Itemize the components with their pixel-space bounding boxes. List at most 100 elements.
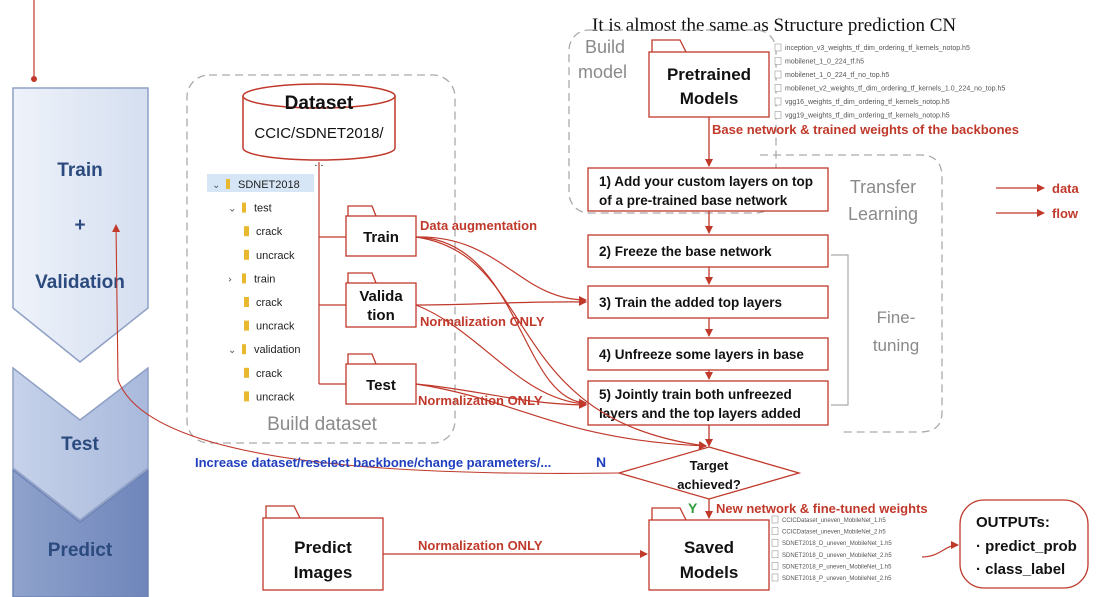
saved-models-label-2: Models (680, 563, 739, 582)
arrow-test-to-decision (415, 383, 707, 450)
file-name: vgg19_weights_tf_dim_ordering_tf_kernels… (785, 113, 950, 120)
folder-icon-small (244, 320, 249, 331)
base-network-label: Base network & trained weights of the ba… (712, 122, 1019, 137)
step2-label: 2) Freeze the base network (599, 244, 772, 259)
build-dataset-label: Build dataset (267, 414, 378, 435)
folder-icon-small (244, 226, 249, 237)
outputs-item-class-label: · class_label (976, 561, 1065, 578)
stage-test (12, 366, 149, 521)
file-name: mobilenet_1_0_224_tf.h5 (785, 59, 864, 66)
file-icon (774, 57, 782, 65)
predict-images-box (262, 505, 384, 591)
stage-plus-label: + (74, 215, 85, 236)
saved-model-files: CCICDataset_uneven_MobileNet_1.h5CCICDat… (771, 515, 892, 582)
build-model-label-2: model (578, 62, 627, 82)
file-name: mobilenet_1_0_224_tf_no_top.h5 (785, 72, 889, 79)
arrow-train-to-step3 (415, 236, 587, 304)
pretrained-label-2: Models (680, 89, 739, 108)
predict-images-label-2: Images (294, 563, 353, 582)
build-model-group (568, 29, 777, 214)
validation-folder-label-1: Valida (359, 288, 403, 305)
stage-train-label: Train (57, 160, 102, 181)
step5-label-1: 5) Jointly train both unfreezed (599, 387, 792, 402)
file-icon (774, 97, 782, 106)
step1-label-2: of a pre-trained base network (599, 193, 788, 208)
arrow-to-outputs (921, 541, 959, 558)
stage-predict (12, 468, 149, 597)
file-icon (771, 538, 779, 547)
decision-label-1: Target (690, 458, 729, 473)
file-name: SDNET2018_D_uneven_MobileNet_1.h5 (782, 541, 892, 547)
file-icon (774, 111, 782, 119)
arrow-test-to-step5 (415, 383, 587, 409)
file-icon (771, 573, 779, 582)
arrow-train-to-decision (415, 236, 707, 450)
step4-box (587, 337, 829, 371)
tree-item-label: test (254, 203, 272, 215)
file-name: CCICDataset_uneven_MobileNet_2.h5 (782, 530, 886, 536)
normalization-predict-label: Normalization ONLY (418, 538, 543, 553)
tree-expand-icon: › (228, 274, 232, 285)
file-name: inception_v3_weights_tf_dim_ordering_tf_… (785, 45, 970, 52)
folder-icon-small (244, 391, 249, 402)
step3-label: 3) Train the added top layers (599, 295, 782, 310)
tree-item-label: crack (256, 226, 283, 238)
folder-icon-small (244, 367, 249, 378)
tree-item-label: crack (256, 368, 283, 380)
step5-label-2: layers and the top layers added (599, 406, 801, 421)
normalization-validation-label: Normalization ONLY (420, 314, 545, 329)
outputs-title: OUTPUTs: (976, 514, 1050, 531)
folder-icon (242, 344, 246, 355)
no-label: N (596, 454, 606, 470)
fine-tuning-label-2: tuning (873, 336, 919, 355)
folder-icon (226, 179, 230, 189)
start-dot (31, 76, 37, 82)
tree-item-label: uncrack (256, 250, 295, 262)
file-name: SDNET2018_P_uneven_MobileNet_2.h5 (782, 576, 892, 582)
arrow-feedback-loop (112, 224, 620, 474)
file-icon (774, 84, 782, 92)
yes-label: Y (688, 500, 698, 516)
arrow-train-to-step5 (415, 236, 587, 407)
tree-expand-icon: ⌄ (228, 345, 236, 356)
validation-folder (345, 272, 417, 328)
fine-tuning-label-1: Fine- (877, 308, 916, 327)
train-folder (345, 205, 417, 257)
transfer-label-1: Transfer (850, 177, 916, 197)
file-icon (771, 550, 779, 559)
outputs-item-predict-prob: · predict_prob (976, 538, 1077, 555)
normalization-test-label: Normalization ONLY (418, 393, 543, 408)
train-folder-label: Train (363, 229, 399, 246)
test-folder (345, 353, 417, 405)
step5-box (587, 380, 829, 426)
folder-icon-small (244, 297, 249, 307)
pretrained-label-1: Pretrained (667, 65, 751, 84)
fine-tuning-bracket (831, 254, 849, 406)
legend-flow-label: flow (1052, 206, 1079, 221)
stage-predict-label: Predict (48, 540, 113, 561)
stage-validation-label: Validation (35, 272, 125, 293)
legend-data-label: data (1052, 181, 1080, 196)
folder-icon-small (244, 249, 249, 260)
saved-models-label-1: Saved (684, 538, 734, 557)
dataset-title: Dataset (285, 93, 354, 114)
tree-item-label: uncrack (256, 391, 295, 403)
step2-box (587, 234, 829, 268)
tree-item-label: SDNET2018 (238, 179, 300, 191)
folder-icon (242, 202, 246, 213)
tree-expand-icon: ⌄ (212, 180, 220, 191)
dataset-path: CCIC/SDNET2018/ (254, 125, 384, 142)
step1-box (587, 167, 829, 212)
file-name: SDNET2018_D_uneven_MobileNet_2.h5 (782, 553, 892, 559)
file-icon (771, 515, 779, 524)
outputs-box (959, 499, 1089, 589)
header-note: It is almost the same as Structure predi… (592, 15, 956, 36)
dataset-cylinder (242, 83, 396, 161)
step1-label-1: 1) Add your custom layers on top (599, 174, 813, 189)
test-folder-label: Test (366, 377, 396, 394)
stage-test-label: Test (61, 434, 99, 455)
build-dataset-group (186, 74, 456, 444)
tree-item-label: train (254, 273, 275, 285)
folder-icon (242, 273, 246, 284)
